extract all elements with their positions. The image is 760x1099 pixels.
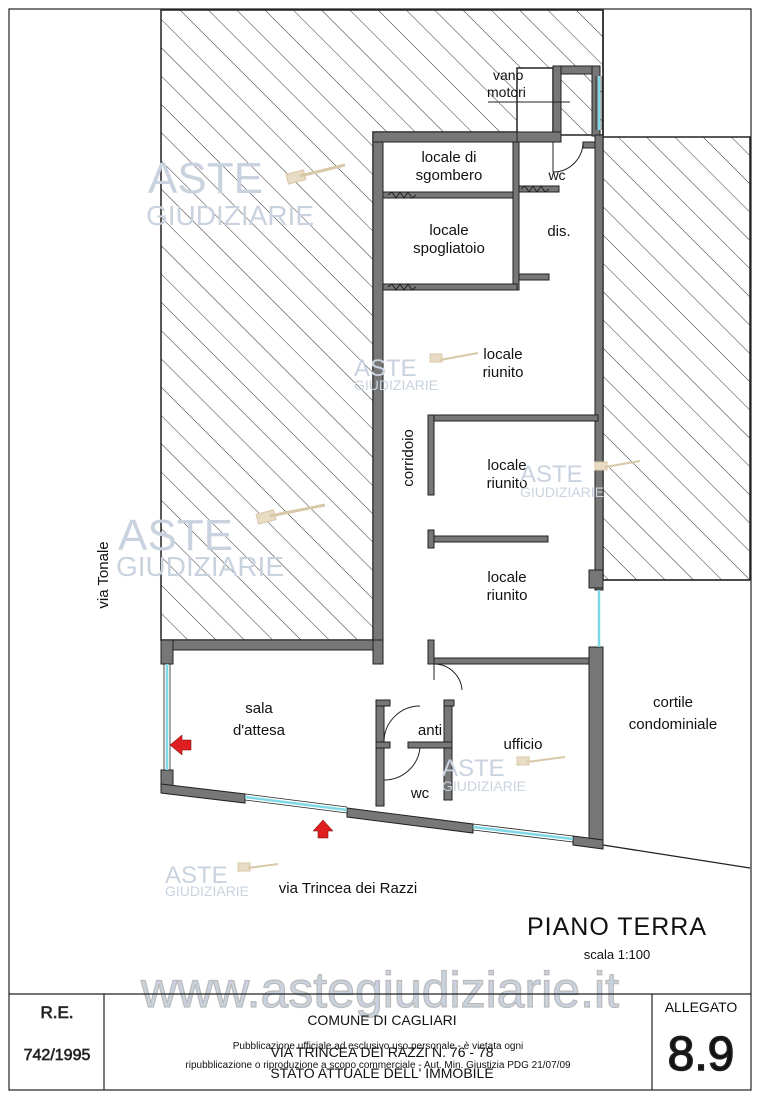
watermark-aste-1: ASTE [148,154,263,203]
label-ufficio: ufficio [504,736,543,753]
swing-doors [383,141,584,781]
watermark-giud-6: GIUDIZIARIE [165,883,249,899]
plan-scale: scala 1:100 [584,947,651,962]
allegato-label: ALLEGATO [665,999,738,1015]
disclaimer-1: Pubblicazione ufficiale ad esclusivo uso… [233,1041,524,1052]
watermark-site: www.astegiudiziarie.it [140,962,619,1018]
label-riunito-3a: locale [487,569,526,586]
label-spogliatoio-1: locale [429,222,468,239]
state: STATO ATTUALE DELL' IMMOBILE [270,1065,493,1081]
label-sgombero-2: sgombero [416,167,483,184]
label-anti: anti [418,722,442,739]
label-sgombero-1: locale di [421,149,476,166]
gavel-icon [237,163,641,872]
label-riunito-2b: riunito [487,475,528,492]
watermark-aste-4: ASTE [520,461,583,488]
label-dis: dis. [547,223,570,240]
watermark-aste-5: ASTE [442,755,505,782]
watermark-giud-4: GIUDIZIARIE [520,484,604,500]
watermarks: ASTE GIUDIZIARIE ASTE GIUDIZIARIE ASTE G… [116,154,641,1019]
re-label: R.E. [40,1003,73,1022]
label-sala-1: sala [245,700,273,717]
disclaimer-2: ripubblicazione o riproduzione a scopo c… [185,1060,571,1071]
title-block [9,993,751,1090]
comune: COMUNE DI CAGLIARI [307,1012,456,1028]
label-wc-top: wc [547,167,565,183]
windows [165,76,601,841]
label-corridoio: corridoio [400,429,417,487]
label-sala-2: d'attesa [233,722,286,739]
label-via-trincea: via Trincea dei Razzi [279,880,417,897]
label-riunito-1a: locale [483,346,522,363]
label-cortile-1: cortile [653,694,693,711]
watermark-aste-3: ASTE [354,355,417,382]
re-number: 742/1995 [24,1047,91,1064]
watermark-giud-3: GIUDIZIARIE [354,377,438,393]
label-riunito-3b: riunito [487,587,528,604]
watermark-giud-2: GIUDIZIARIE [116,551,284,582]
sliding-doors [387,185,550,291]
label-riunito-2a: locale [487,457,526,474]
drawing-border [8,8,752,1091]
street-edge-bottom [602,844,751,869]
entrance-arrow-left [169,734,192,756]
address: VIA TRINCEA DEI RAZZI N. 76 - 78 [270,1044,493,1060]
watermark-aste-6: ASTE [165,862,228,889]
label-riunito-1b: riunito [483,364,524,381]
label-via-tonale: via Tonale [95,541,112,608]
label-vano-motori-1: vano [493,67,524,83]
allegato-number: 8.9 [668,1028,735,1081]
facade-walls [160,783,604,850]
watermark-aste-2: ASTE [118,511,233,560]
label-wc-bottom: wc [410,785,430,802]
hatched-area-right [602,136,751,581]
watermark-giud-1: GIUDIZIARIE [146,200,314,231]
label-cortile-2: condominiale [629,716,717,733]
watermark-giud-5: GIUDIZIARIE [442,778,526,794]
entrance-arrow-bottom [312,819,334,839]
plan-title: PIANO TERRA [527,913,707,941]
label-spogliatoio-2: spogliatoio [413,240,485,257]
label-vano-motori-2: motori [487,84,526,100]
